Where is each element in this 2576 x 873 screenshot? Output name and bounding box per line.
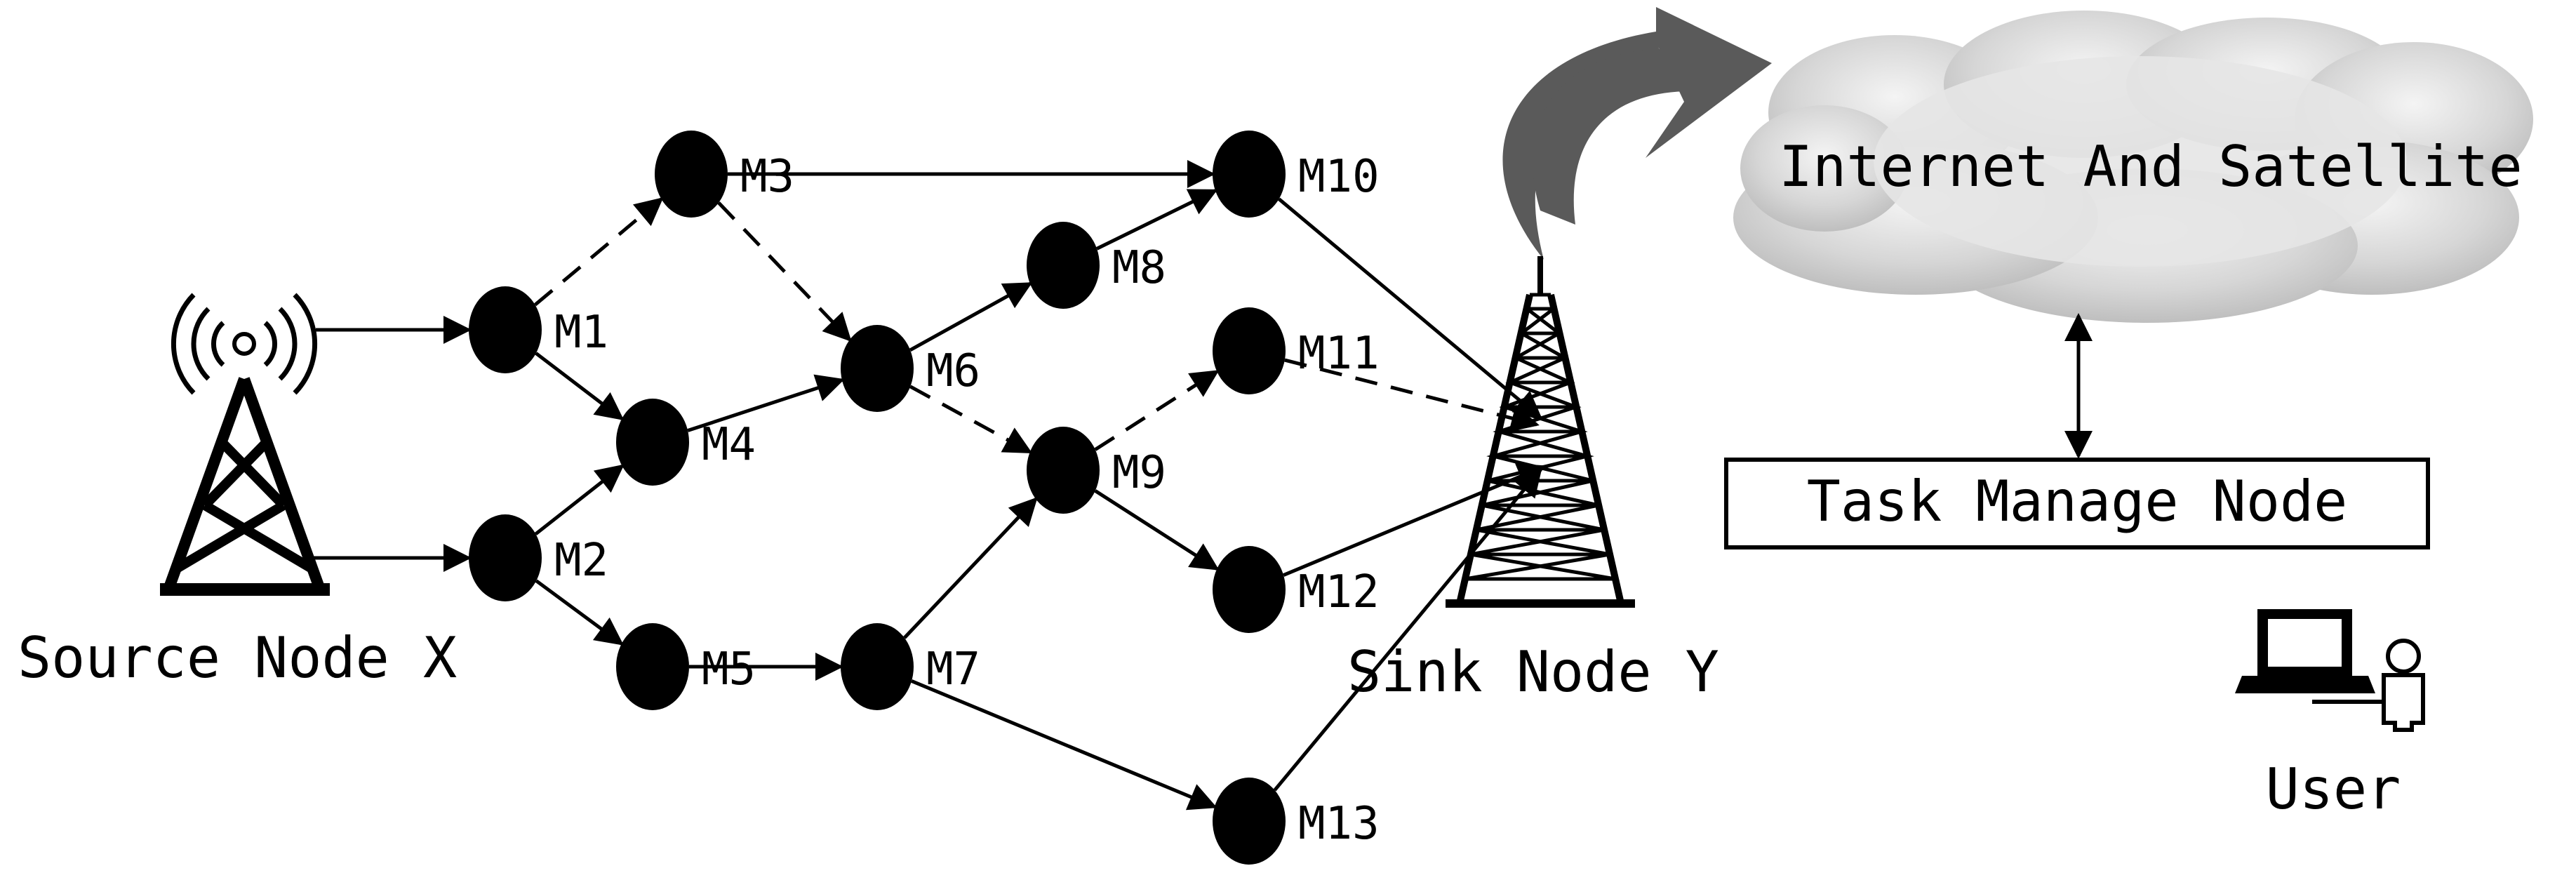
node-label: M2 (554, 535, 608, 587)
edge-m1-m4 (535, 352, 625, 421)
edge-m8-m10 (1095, 189, 1218, 251)
edge-m2-m4 (534, 464, 625, 535)
edge-m3-m6 (717, 201, 852, 342)
node-label: M13 (1298, 798, 1380, 850)
node-label: M4 (702, 419, 756, 471)
node-label: M8 (1112, 242, 1166, 294)
node-label: M11 (1298, 328, 1380, 380)
node-m12: M12 (1213, 546, 1380, 633)
edge-m9-m11 (1094, 370, 1220, 451)
node-circle (655, 131, 728, 218)
node-label: M3 (740, 151, 794, 203)
node-label: M12 (1298, 566, 1380, 618)
uplink-arrowhead (1646, 7, 1772, 158)
node-circle (469, 514, 542, 601)
source-node-label: Source Node X (18, 625, 457, 691)
edge-m9-m12 (1094, 489, 1220, 571)
edge-m7-m9 (903, 497, 1038, 639)
cloud-icon (1733, 11, 2533, 323)
node-circle (1213, 131, 1286, 218)
node-m3: M3 (655, 131, 794, 218)
edge-m2-m5 (535, 579, 625, 646)
node-label: M10 (1298, 151, 1380, 203)
task-manage-node-label: Task Manage Node (1807, 469, 2348, 534)
uplink-arrow-body (1533, 48, 1691, 225)
node-circle (1213, 307, 1286, 394)
node-m6: M6 (841, 325, 980, 412)
node-circle (841, 325, 914, 412)
node-label: M1 (554, 307, 608, 359)
node-label: M6 (926, 345, 980, 397)
node-m13: M13 (1213, 778, 1380, 865)
node-m9: M9 (1027, 427, 1166, 514)
node-circle (616, 623, 689, 710)
source-tower-icon (160, 293, 330, 596)
node-circle (469, 286, 542, 373)
node-m5: M5 (616, 623, 756, 710)
node-m4: M4 (616, 399, 756, 486)
node-label: M9 (1112, 447, 1166, 499)
node-circle (1213, 778, 1286, 865)
node-m2: M2 (469, 514, 608, 601)
edge-m12-y (1283, 463, 1547, 577)
node-m11: M11 (1213, 307, 1380, 394)
user-icon (2235, 609, 2425, 732)
edge-m11-y (1284, 358, 1540, 432)
node-circle (1027, 222, 1100, 309)
edge-m6-m9 (909, 385, 1033, 454)
edge-m1-m3 (533, 197, 664, 307)
edge-m7-m13 (911, 679, 1217, 811)
node-label: M5 (702, 644, 756, 695)
user-label: User (2266, 757, 2401, 822)
edge-m6-m8 (909, 281, 1033, 352)
node-circle (1213, 546, 1286, 633)
edges-layer (309, 160, 1547, 811)
uplink-curved-arrow (1502, 32, 1663, 260)
node-circle (1027, 427, 1100, 514)
node-m7: M7 (841, 623, 980, 710)
task-manage-node-box (1724, 458, 2430, 549)
sink-node-label: Sink Node Y (1347, 639, 1719, 705)
node-label: M7 (926, 644, 980, 695)
cloud-label: Internet And Satellite (1779, 134, 2523, 199)
node-m1: M1 (469, 286, 608, 373)
node-m8: M8 (1027, 222, 1166, 309)
edge-m10-y (1277, 197, 1543, 420)
edge-m4-m6 (687, 374, 845, 432)
node-circle (616, 399, 689, 486)
edge-m13-y (1273, 467, 1542, 792)
node-circle (841, 623, 914, 710)
node-m10: M10 (1213, 131, 1380, 218)
